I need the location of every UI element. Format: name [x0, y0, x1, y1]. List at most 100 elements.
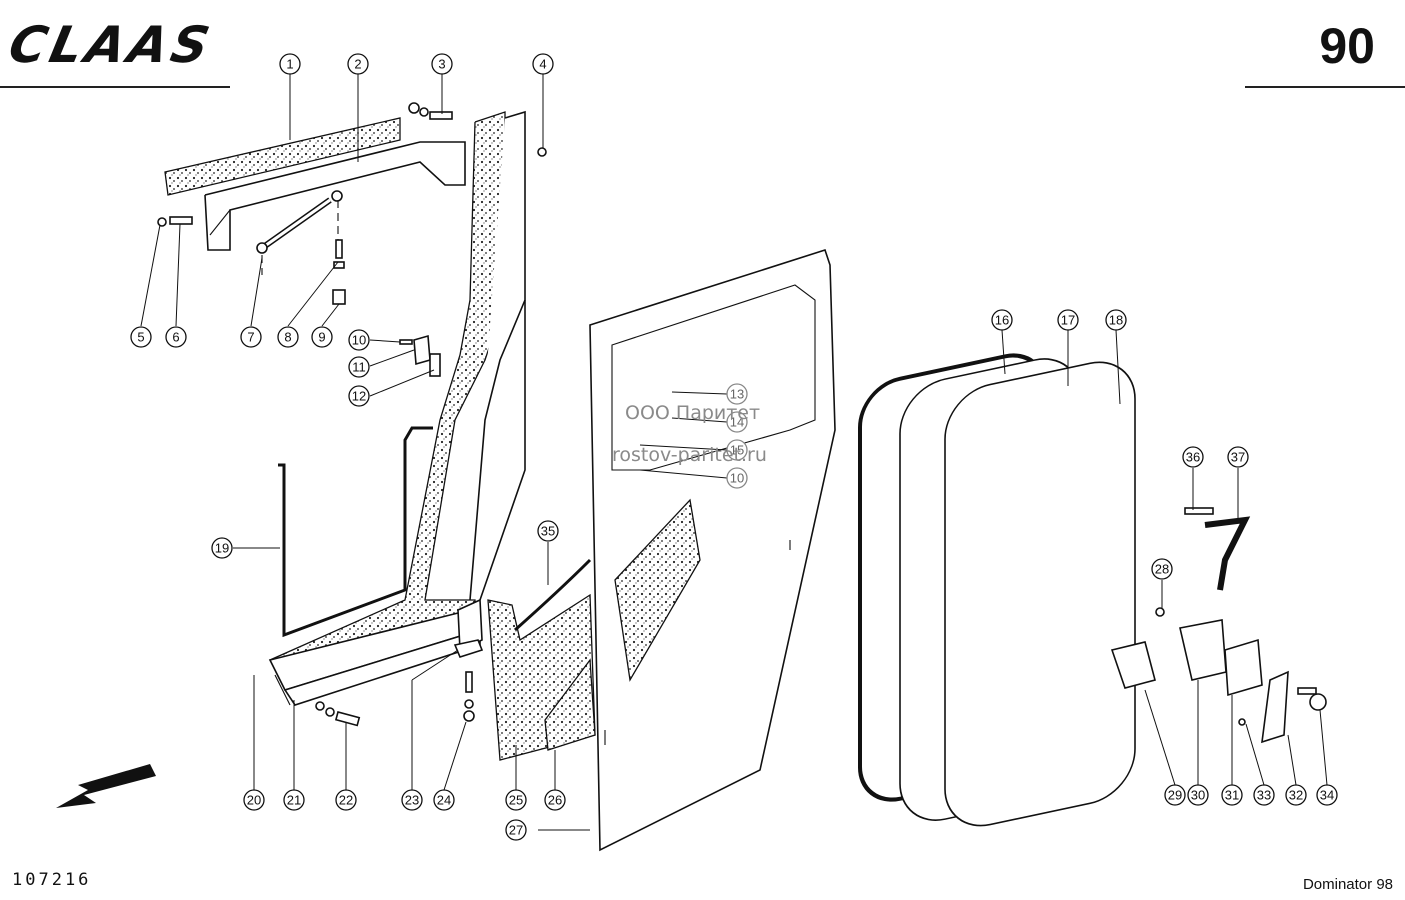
callout-5: 5: [130, 326, 152, 348]
svg-text:27: 27: [509, 823, 523, 838]
callout-20: 20: [243, 789, 265, 811]
svg-text:35: 35: [541, 524, 555, 539]
callout-30: 30: [1187, 784, 1209, 806]
part-1-top-strip: [164, 117, 401, 196]
svg-text:7: 7: [247, 330, 254, 345]
header-rule-left: [0, 86, 230, 88]
callout-11: 11: [348, 356, 370, 378]
svg-text:22: 22: [339, 793, 353, 808]
callout-17: 17: [1057, 309, 1079, 331]
svg-text:4: 4: [539, 57, 546, 72]
callout-14: 14: [726, 411, 748, 433]
callout-21: 21: [283, 789, 305, 811]
part-18-glass: [944, 361, 1136, 827]
part-35-seal: [514, 558, 592, 632]
svg-text:13: 13: [730, 387, 744, 402]
svg-text:16: 16: [995, 313, 1009, 328]
callout-26: 26: [544, 789, 566, 811]
fasteners-top: [157, 102, 547, 305]
part-19-seal-strip: [278, 426, 433, 638]
callout-16: 16: [991, 309, 1013, 331]
svg-text:29: 29: [1168, 788, 1182, 803]
callout-29: 29: [1164, 784, 1186, 806]
svg-text:8: 8: [284, 330, 291, 345]
part-21-bottom-rail: [268, 609, 482, 706]
callout-24: 24: [433, 789, 455, 811]
svg-text:6: 6: [172, 330, 179, 345]
callout-32: 32: [1285, 784, 1307, 806]
header-rule-right: [1245, 86, 1405, 88]
callout-1: 1: [279, 53, 301, 75]
callout-4: 4: [532, 53, 554, 75]
callout-3: 3: [431, 53, 453, 75]
callout-33: 33: [1253, 784, 1275, 806]
callout-8: 8: [277, 326, 299, 348]
part-27-door: [589, 248, 836, 852]
leader-lines: [140, 74, 1328, 831]
svg-text:19: 19: [215, 541, 229, 556]
svg-text:37: 37: [1231, 450, 1245, 465]
svg-text:21: 21: [287, 793, 301, 808]
door-lock-hardware: [1110, 507, 1327, 744]
callout-25: 25: [505, 789, 527, 811]
svg-text:33: 33: [1257, 788, 1271, 803]
callout-37: 37: [1227, 446, 1249, 468]
callout-9: 9: [311, 326, 333, 348]
svg-text:28: 28: [1155, 562, 1169, 577]
part-7-gas-strut: [256, 190, 343, 254]
svg-text:2: 2: [354, 57, 361, 72]
svg-text:18: 18: [1109, 313, 1123, 328]
svg-text:20: 20: [247, 793, 261, 808]
svg-text:25: 25: [509, 793, 523, 808]
svg-text:23: 23: [405, 793, 419, 808]
part-23-bracket: [457, 598, 483, 652]
page-number: 90: [1319, 18, 1375, 74]
callout-27: 27: [505, 819, 527, 841]
callout-6: 6: [165, 326, 187, 348]
model-name: Dominator 98: [1302, 876, 1393, 893]
part-24-bolt: [463, 671, 475, 722]
parts-10-12-hinge: [399, 334, 441, 377]
svg-text:12: 12: [352, 389, 366, 404]
svg-text:10: 10: [730, 471, 744, 486]
callout-10: 10: [348, 329, 370, 351]
svg-text:24: 24: [437, 793, 451, 808]
callout-35: 35: [537, 520, 559, 542]
callout-34: 34: [1316, 784, 1338, 806]
part-2-bracket: [204, 141, 466, 251]
svg-text:26: 26: [548, 793, 562, 808]
svg-text:15: 15: [730, 443, 744, 458]
svg-text:1: 1: [286, 57, 293, 72]
callout-10-secondary: 10: [726, 467, 748, 489]
callout-7: 7: [240, 326, 262, 348]
svg-text:36: 36: [1186, 450, 1200, 465]
callout-22: 22: [335, 789, 357, 811]
callout-12: 12: [348, 385, 370, 407]
svg-text:3: 3: [438, 57, 445, 72]
part-frame-post: [269, 110, 526, 691]
direction-arrow-icon: [56, 764, 156, 808]
svg-text:31: 31: [1225, 788, 1239, 803]
callout-15: 15: [726, 439, 748, 461]
svg-text:34: 34: [1320, 788, 1334, 803]
svg-text:17: 17: [1061, 313, 1075, 328]
callout-2: 2: [347, 53, 369, 75]
part-26-mat: [544, 658, 596, 751]
callout-19: 19: [211, 537, 233, 559]
svg-text:32: 32: [1289, 788, 1303, 803]
callout-23: 23: [401, 789, 423, 811]
svg-text:10: 10: [352, 333, 366, 348]
svg-text:30: 30: [1191, 788, 1205, 803]
watermark-company: ООО Паритет: [625, 402, 761, 424]
part-22-bolt: [315, 701, 361, 727]
callout-28: 28: [1151, 558, 1173, 580]
svg-text:14: 14: [730, 415, 744, 430]
callout-18: 18: [1105, 309, 1127, 331]
drawing-number: 107216: [12, 870, 92, 890]
svg-text:11: 11: [352, 360, 366, 375]
callout-13: 13: [726, 383, 748, 405]
callout-31: 31: [1221, 784, 1243, 806]
svg-text:5: 5: [137, 330, 144, 345]
callout-36: 36: [1182, 446, 1204, 468]
